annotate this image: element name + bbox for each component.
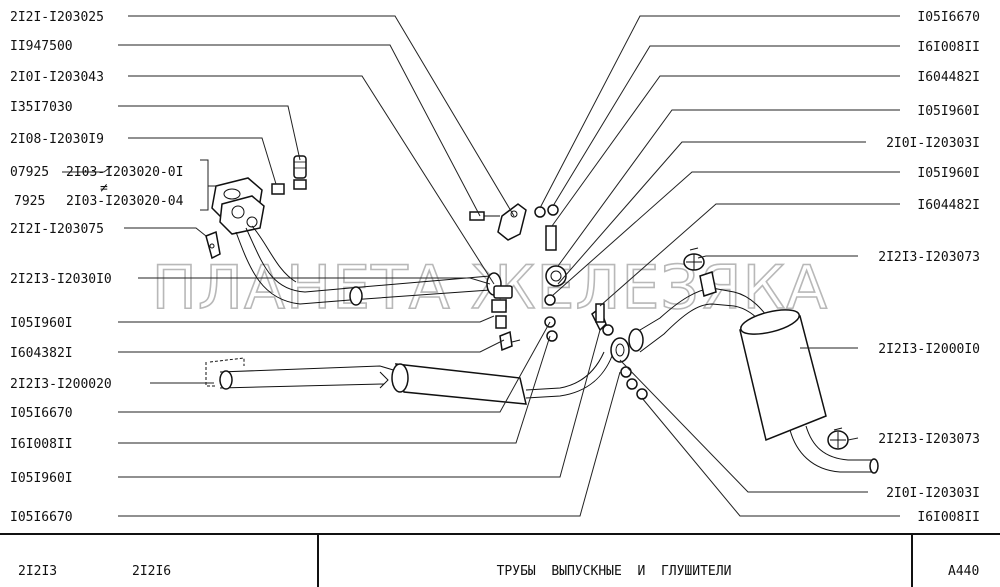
drawing-title: ТРУБЫ ВЫПУСКНЫЕ И ГЛУШИТЕЛИ <box>497 564 732 579</box>
label-2I2I3-I2000I0-r: 2I2I3-I2000I0 <box>878 342 980 357</box>
label-I604482I-r1: I604482I <box>917 70 980 85</box>
variant-row2-right: 2I03-I203020-04 <box>66 194 184 209</box>
label-I6I008II-r: I6I008II <box>917 40 980 55</box>
label-2I0I-I20303I-r2: 2I0I-I20303I <box>886 486 980 501</box>
label-2I2I-I203075: 2I2I-I203075 <box>10 222 104 237</box>
label-I604482I-r2: I604482I <box>917 198 980 213</box>
rear-muffler <box>739 309 879 474</box>
title-block: 2I2I3 2I2I6 ТРУБЫ ВЫПУСКНЫЕ И ГЛУШИТЕЛИ … <box>0 533 1000 587</box>
manifold-flange <box>211 177 265 235</box>
rear-stud <box>595 303 605 323</box>
center-clamp <box>491 285 521 352</box>
label-I05I960I-a: I05I960I <box>10 316 73 331</box>
label-2I2I-I203025: 2I2I-I203025 <box>10 10 104 25</box>
label-I05I6670-a: I05I6670 <box>10 406 73 421</box>
right-labels: I05I6670 I6I008II I604482I I05I960I 2I0I… <box>878 10 980 525</box>
label-I05I960I-r1: I05I960I <box>917 104 980 119</box>
label-I6I008II-r2: I6I008II <box>917 510 980 525</box>
label-I05I960I-b: I05I960I <box>10 471 73 486</box>
variant-row1-left: 07925 <box>10 165 49 180</box>
mounting-bracket <box>469 203 527 241</box>
label-I6I008II-a: I6I008II <box>10 437 73 452</box>
model-secondary: 2I2I6 <box>132 564 171 579</box>
left-labels: 2I2I-I203025 II947500 2I0I-I203043 I35I7… <box>10 10 112 525</box>
variant-bracket <box>62 159 218 211</box>
label-II947500: II947500 <box>10 39 73 54</box>
label-2I2I3-I203073-r2: 2I2I3-I203073 <box>878 432 980 447</box>
clamp-bracket <box>205 230 221 260</box>
intermediate-muffler <box>205 351 613 405</box>
variant-block: 07925 2I03-I203020-0I ≠ 7925 2I03-I20302… <box>10 165 184 209</box>
model-primary: 2I2I3 <box>18 564 57 579</box>
variant-row2-left: 7925 <box>14 194 45 209</box>
rear-pipe <box>628 271 771 353</box>
label-2I2I3-I2030I0: 2I2I3-I2030I0 <box>10 272 112 287</box>
sheet-code: A440 <box>948 564 979 579</box>
manifold-studs <box>271 155 307 195</box>
variant-symbol: ≠ <box>100 181 108 196</box>
right-leader-lines <box>539 15 900 517</box>
label-2I0I-I203043: 2I0I-I203043 <box>10 70 104 85</box>
fastener-stack <box>534 204 567 342</box>
label-I604382I: I604382I <box>10 346 73 361</box>
label-I05I6670-b: I05I6670 <box>10 510 73 525</box>
label-I05I6670-r: I05I6670 <box>917 10 980 25</box>
label-2I08-I2030I9: 2I08-I2030I9 <box>10 132 104 147</box>
label-2I2I3-I200020: 2I2I3-I200020 <box>10 377 112 392</box>
label-I35I7030: I35I7030 <box>10 100 73 115</box>
label-2I0I-I20303I-r1: 2I0I-I20303I <box>886 136 980 151</box>
rubber-hanger-upper <box>683 247 705 271</box>
left-leader-lines <box>118 15 621 517</box>
variant-row1-right: 2I03-I203020-0I <box>66 165 183 180</box>
label-I05I960I-r2: I05I960I <box>917 166 980 181</box>
rubber-hanger-lower <box>827 427 849 450</box>
label-2I2I3-I203073-r1: 2I2I3-I203073 <box>878 250 980 265</box>
